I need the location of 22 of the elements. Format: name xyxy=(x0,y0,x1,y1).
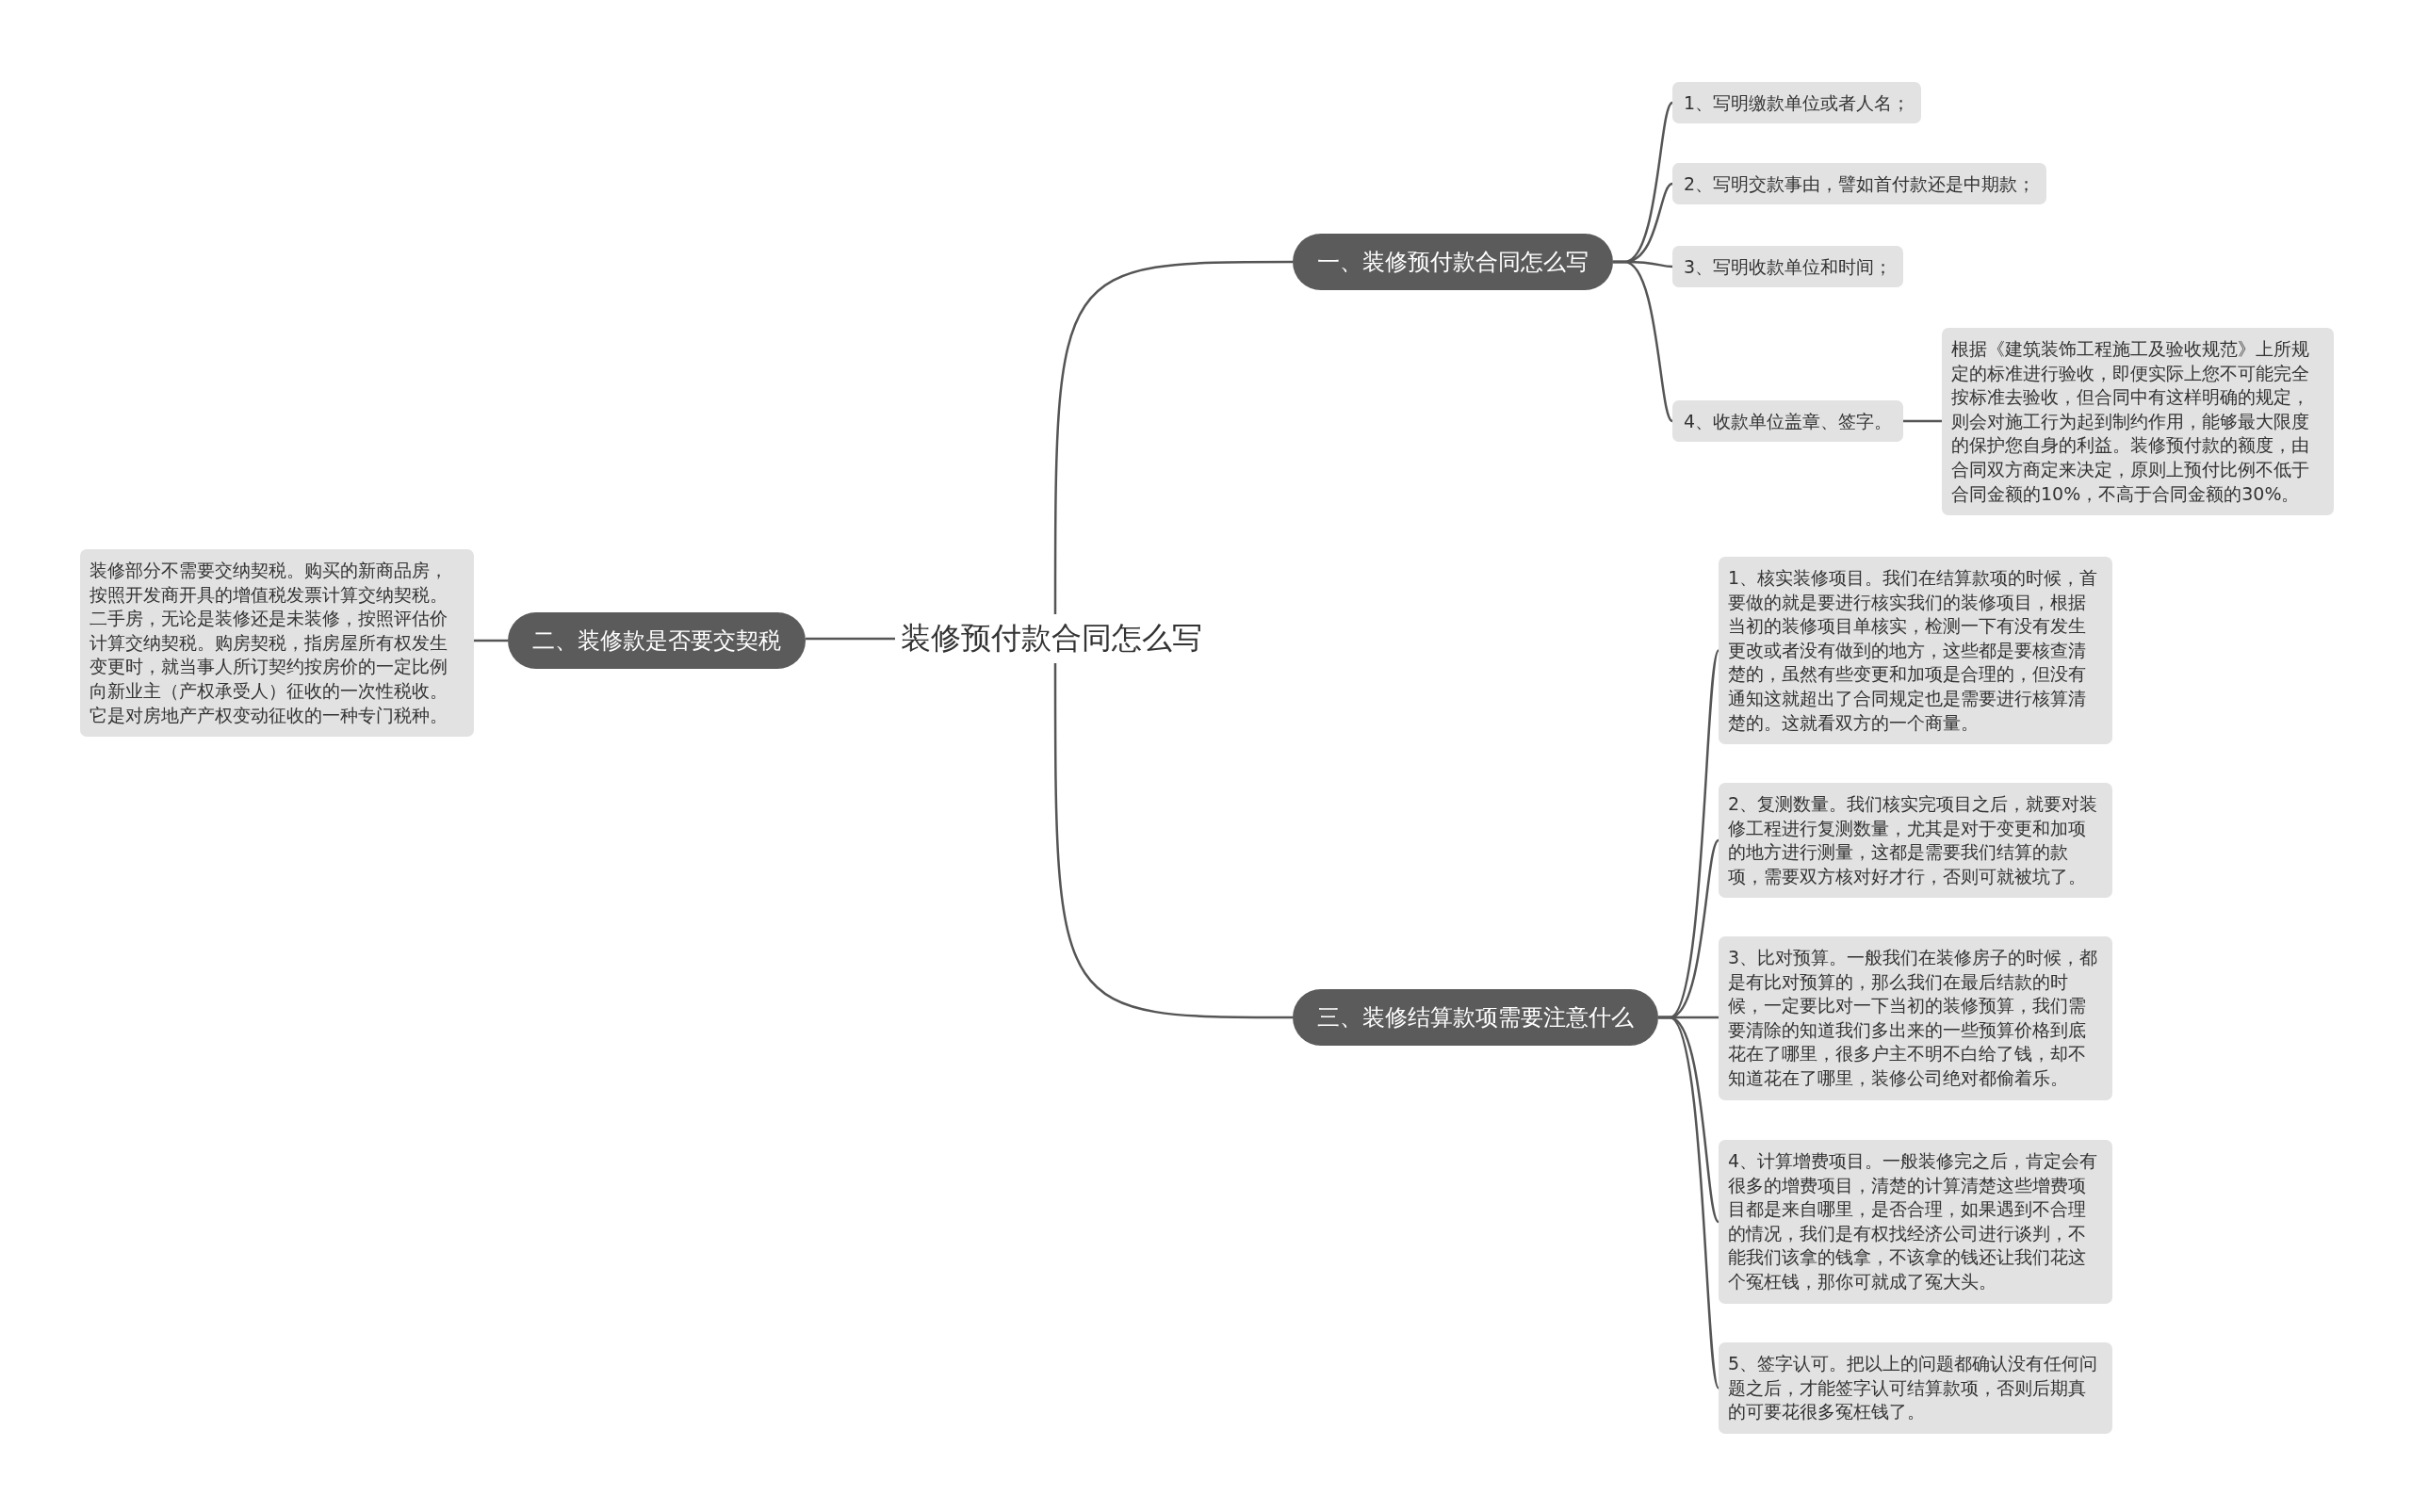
branch-topic: 一、装修预付款合同怎么写 xyxy=(1293,234,1613,290)
connector-line xyxy=(1903,419,1942,423)
branch-topic: 二、装修款是否要交契税 xyxy=(508,612,806,669)
central-topic: 装修预付款合同怎么写 xyxy=(895,614,1208,663)
branch-topic: 三、装修结算款项需要注意什么 xyxy=(1293,989,1658,1046)
connector-line xyxy=(1053,663,1293,1019)
topic-box: 1、写明缴款单位或者人名； xyxy=(1672,82,1922,123)
connector-line xyxy=(1658,1016,1720,1389)
note-box: 装修部分不需要交纳契税。购买的新商品房，按照开发商开具的增值税发票计算交纳契税。二手房，无论是装修还是未装修，按照评估价计算交纳契税。购房契税，指房屋所有权发生变更时，就当事人所订契约按房价的一定比例向新业主（产权承受人）征收的一次性税收。它是对房地产产权变动征收的一种专门税种。 xyxy=(80,549,474,738)
topic-box: 2、写明交款事由，譬如首付款还是中期款； xyxy=(1672,163,2047,204)
connector-line xyxy=(1053,260,1293,614)
topic-box: 3、写明收款单位和时间； xyxy=(1672,246,1904,287)
note-box: 4、计算增费项目。一般装修完之后，肯定会有很多的增费项目，清楚的计算清楚这些增费项目都是来自哪里，是否合理，如果遇到不合理的情况，我们是有权找经济公司进行谈判，不能我们该拿的钱拿，不该拿的钱还让我们花这个冤枉钱，那你可就成了冤大头。 xyxy=(1719,1140,2112,1304)
connector-line xyxy=(1613,260,1673,422)
topic-box: 4、收款单位盖章、签字。 xyxy=(1672,400,1904,442)
note-box: 5、签字认可。把以上的问题都确认没有任何问题之后，才能签字认可结算款项，否则后期真的可要花很多冤枉钱了。 xyxy=(1719,1342,2112,1434)
note-box: 1、核实装修项目。我们在结算款项的时候，首要做的就是要进行核实我们的装修项目，根据当初的装修项目单核实，检测一下有没有发生更改或者没有做到的地方，这些都是要核查清楚的，虽然有些变更和加项是合理的，但没有通知这就超出了合同规定也是需要进行核算清楚的。这就看双方的一个商量。 xyxy=(1719,557,2112,745)
note-box: 2、复测数量。我们核实完项目之后，就要对装修工程进行复测数量，尤其是对于变更和加项的地方进行测量，这都是需要我们结算的款项，需要双方核对好才行，否则可就被坑了。 xyxy=(1719,783,2112,899)
connector-line xyxy=(474,639,508,642)
note-box: 3、比对预算。一般我们在装修房子的时候，都是有比对预算的，那么我们在最后结款的时候，一定要比对一下当初的装修预算，我们需要清除的知道我们多出来的一些预算价格到底花在了哪里，很多户主不明不白给了钱，却不知道花在了哪里，装修公司绝对都偷着乐。 xyxy=(1719,936,2112,1100)
note-box: 根据《建筑装饰工程施工及验收规范》上所规定的标准进行验收，即便实际上您不可能完全按标准去验收，但合同中有这样明确的规定，则会对施工行为起到制约作用，能够最大限度的保护您自身的利益。装修预付款的额度，由合同双方商定来决定，原则上预付比例不低于合同金额的10%，不高于合同金额的30%。 xyxy=(1942,328,2334,516)
connector-line xyxy=(806,637,895,641)
